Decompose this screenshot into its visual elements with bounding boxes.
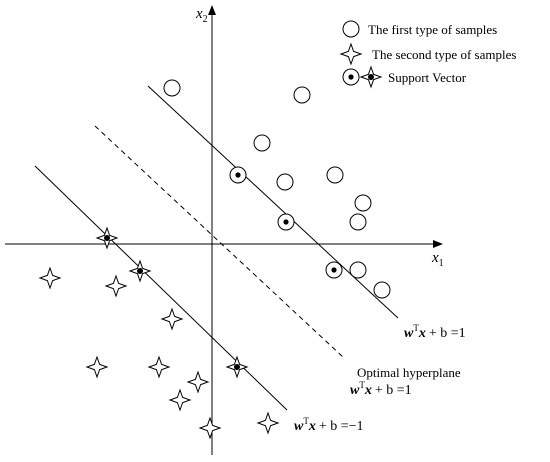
star-sample: [39, 267, 61, 289]
legend-first-type-label: The first type of samples: [368, 22, 497, 37]
circle-sample: [253, 134, 271, 152]
legend-star-icon: [340, 43, 362, 65]
star-sample: [105, 275, 127, 297]
circle-sample: [354, 194, 372, 212]
optimal-hyperplane-equation: wTx+ b =1: [350, 380, 412, 398]
x1-axis-label: x1: [431, 250, 444, 269]
x1-axis-arrow: [433, 240, 443, 248]
support-vector-star: [226, 356, 248, 378]
legend-second-type-label: The second type of samples: [372, 47, 516, 62]
legend-support-circle-icon: [342, 68, 360, 86]
separating-lines: [34, 85, 399, 411]
second-type-samples: [39, 267, 279, 439]
lower-margin-line: [34, 165, 288, 411]
legend: The first type of samples The second typ…: [340, 20, 516, 88]
star-sample: [199, 417, 221, 439]
optimal-hyperplane-line: [94, 125, 345, 359]
legend-circle-icon: [342, 20, 360, 38]
circle-sample: [349, 261, 367, 279]
support-vectors-star: [96, 227, 248, 378]
x2-axis-label: x2: [195, 6, 208, 25]
x2-axis-arrow: [208, 5, 216, 15]
circle-sample: [276, 173, 294, 191]
star-sample: [161, 308, 183, 330]
star-sample: [257, 412, 279, 434]
upper-margin-equation: wTx+ b =1: [404, 323, 466, 341]
circle-sample: [349, 213, 367, 231]
star-sample: [169, 389, 191, 411]
support-vector-circle: [277, 213, 295, 231]
star-sample: [148, 356, 170, 378]
axes: x2 x1: [5, 5, 444, 455]
legend-support-star-icon: [360, 66, 382, 88]
support-vectors-circle: [229, 166, 343, 279]
circle-sample: [373, 281, 391, 299]
support-vector-star: [129, 260, 151, 282]
first-type-samples: [163, 79, 391, 299]
support-vector-star: [96, 227, 118, 249]
support-vector-circle: [325, 261, 343, 279]
lower-margin-equation: wTx+ b =−1: [294, 416, 364, 434]
legend-support-vector-label: Support Vector: [388, 70, 467, 85]
circle-sample: [326, 166, 344, 184]
star-sample: [187, 371, 209, 393]
circle-sample: [163, 79, 181, 97]
circle-sample: [293, 86, 311, 104]
upper-margin-line: [147, 85, 399, 319]
star-sample: [86, 356, 108, 378]
optimal-hyperplane-title: Optimal hyperplane: [357, 365, 461, 380]
support-vector-circle: [229, 166, 247, 184]
